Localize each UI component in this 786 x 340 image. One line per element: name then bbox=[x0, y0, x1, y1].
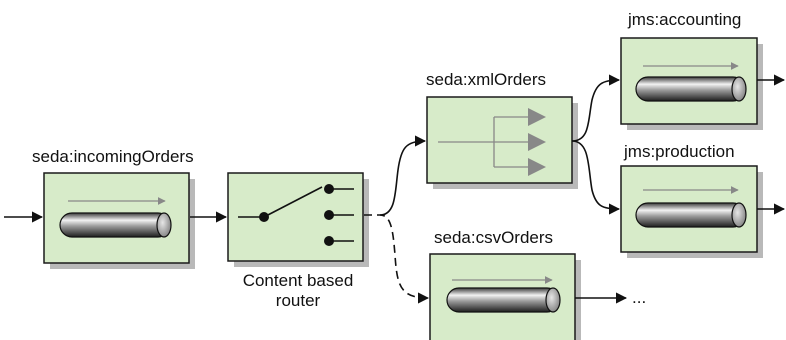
router-label-line2: router bbox=[276, 291, 321, 310]
node-jms-production: jms:production bbox=[620, 142, 763, 258]
queue-cylinder-icon bbox=[635, 76, 747, 102]
node-jms-accounting: jms:accounting bbox=[620, 10, 763, 130]
node-content-router: Content based router bbox=[227, 172, 369, 310]
jms-accounting-label: jms:accounting bbox=[627, 10, 741, 29]
node-xml-orders: seda:xmlOrders bbox=[426, 70, 578, 189]
edge-xml-to-accounting bbox=[571, 74, 621, 142]
node-incoming-orders: seda:incomingOrders bbox=[32, 147, 195, 269]
queue-cylinder-icon bbox=[446, 287, 561, 313]
incoming-orders-label: seda:incomingOrders bbox=[32, 147, 194, 166]
edge-xml-to-production bbox=[571, 140, 621, 215]
recipient-list-icon bbox=[438, 108, 546, 176]
xml-orders-label: seda:xmlOrders bbox=[426, 70, 546, 89]
jms-production-label: jms:production bbox=[623, 142, 735, 161]
router-switch-icon bbox=[238, 184, 354, 246]
continuation-ellipsis: ... bbox=[632, 288, 646, 307]
queue-cylinder-icon bbox=[59, 212, 172, 238]
router-label-line1: Content based bbox=[243, 271, 354, 290]
csv-orders-label: seda:csvOrders bbox=[434, 228, 553, 247]
edge-router-to-csv bbox=[364, 214, 430, 304]
queue-cylinder-icon bbox=[635, 202, 747, 228]
node-csv-orders: seda:csvOrders bbox=[429, 228, 581, 340]
edge-router-to-xml bbox=[379, 135, 427, 216]
